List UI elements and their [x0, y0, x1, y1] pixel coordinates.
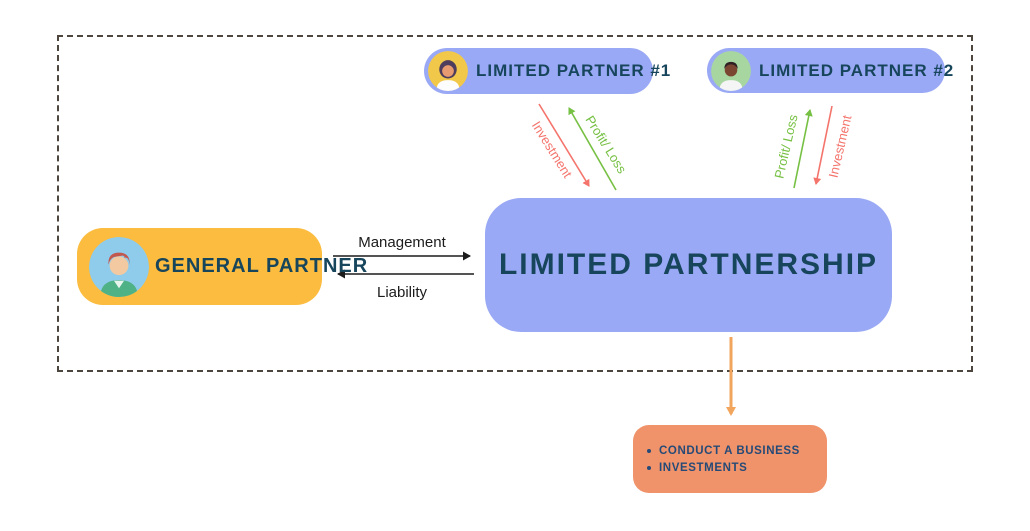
bullet-dot	[647, 465, 651, 470]
limited-partnership-box: LIMITED PARTNERSHIP	[485, 198, 892, 332]
purpose-item-text: CONDUCT A BUSINESS	[659, 444, 800, 457]
limited-partnership-title: LIMITED PARTNERSHIP	[498, 248, 879, 281]
purpose-item: CONDUCT A BUSINESS	[647, 445, 827, 457]
dashed-frame	[57, 35, 973, 372]
purpose-item-text: INVESTMENTS	[659, 461, 748, 474]
man-avatar-icon	[89, 236, 149, 297]
general-partner-badge: GENERAL PARTNER	[77, 228, 367, 305]
general-partner-label: GENERAL PARTNER	[155, 255, 369, 277]
man-avatar-icon	[711, 50, 751, 91]
limited-partner-2-badge: LIMITED PARTNER #2	[707, 48, 953, 93]
purpose-box: CONDUCT A BUSINESS INVESTMENTS	[633, 425, 827, 493]
bullet-dot	[647, 448, 651, 453]
limited-partner-2-label: LIMITED PARTNER #2	[759, 60, 955, 80]
woman-avatar-icon	[428, 51, 468, 91]
limited-partner-1-label: LIMITED PARTNER #1	[476, 61, 672, 80]
purpose-item: INVESTMENTS	[647, 462, 827, 474]
limited-partner-1-badge: LIMITED PARTNER #1	[424, 48, 670, 94]
